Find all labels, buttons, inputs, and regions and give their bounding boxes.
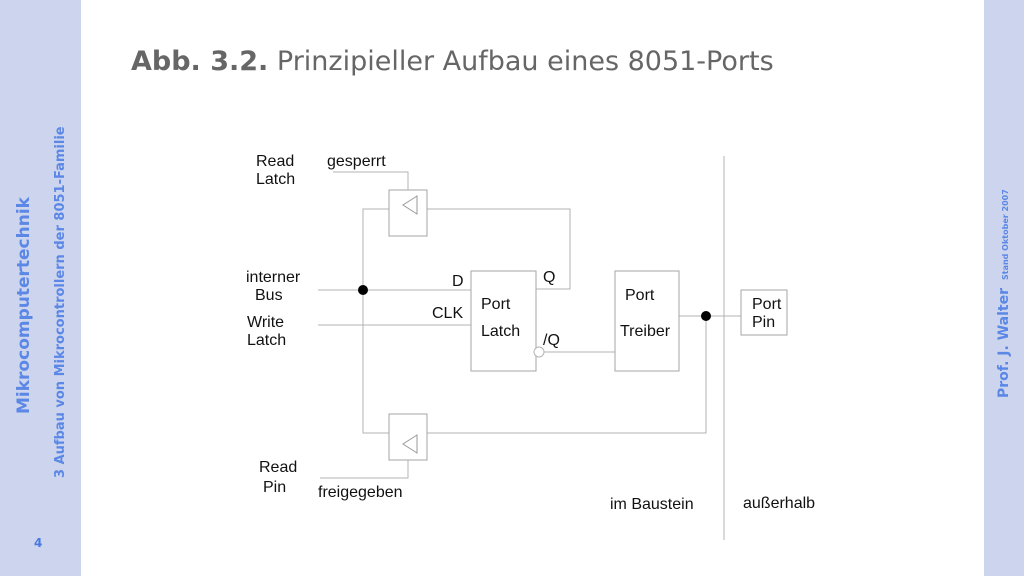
port-pin-block bbox=[740, 289, 788, 336]
read-latch-label-1: Read bbox=[256, 153, 294, 170]
read-pin-buffer-triangle bbox=[402, 434, 418, 454]
port-latch-block bbox=[470, 270, 537, 372]
figure-number: Abb. 3.2. bbox=[131, 46, 269, 77]
port-pin-label-2: Pin bbox=[752, 314, 775, 331]
gesperrt-label: gesperrt bbox=[327, 153, 386, 170]
inversion-bubble bbox=[533, 346, 545, 358]
read-latch-buffer-triangle bbox=[402, 195, 418, 215]
q-feedback-wire bbox=[427, 208, 571, 290]
read-latch-label-2: Latch bbox=[256, 171, 295, 188]
slide-title: Abb. 3.2. Prinzipieller Aufbau eines 805… bbox=[131, 46, 774, 77]
pin-junction-dot bbox=[701, 311, 711, 321]
read-latch-control-wire bbox=[333, 171, 409, 190]
port-driver-label-1: Port bbox=[625, 287, 655, 304]
latch-d-label: D bbox=[452, 273, 464, 290]
read-pin-buffer bbox=[388, 413, 428, 461]
pin-readback-wire bbox=[427, 316, 707, 434]
bus-junction-dot bbox=[358, 285, 368, 295]
interner-bus-label-1: interner bbox=[246, 269, 301, 286]
latch-clk-label: CLK bbox=[432, 305, 463, 322]
port-latch-label-2: Latch bbox=[481, 323, 520, 340]
bus-tap-wire bbox=[362, 208, 389, 434]
write-latch-label-1: Write bbox=[247, 314, 284, 331]
port-latch-label-1: Port bbox=[481, 296, 511, 313]
port-pin-label-1: Port bbox=[752, 296, 782, 313]
read-pin-label-1: Read bbox=[259, 459, 297, 476]
freigegeben-label: freigegeben bbox=[318, 484, 403, 501]
latch-nq-label: /Q bbox=[543, 332, 560, 349]
port-driver-block bbox=[614, 270, 680, 372]
read-latch-buffer bbox=[388, 189, 428, 237]
figure-caption: Prinzipieller Aufbau eines 8051-Ports bbox=[276, 46, 774, 77]
read-pin-label-2: Pin bbox=[263, 479, 286, 496]
interner-bus-label-2: Bus bbox=[255, 287, 283, 304]
left-sidebar bbox=[0, 0, 81, 576]
right-sidebar bbox=[984, 0, 1024, 576]
read-pin-control-wire bbox=[320, 452, 409, 479]
latch-q-label: Q bbox=[543, 269, 555, 286]
im-baustein-label: im Baustein bbox=[610, 496, 694, 513]
write-latch-label-2: Latch bbox=[247, 332, 286, 349]
page-number: 4 bbox=[34, 536, 43, 550]
ausserhalb-label: außerhalb bbox=[743, 495, 815, 512]
port-driver-label-2: Treiber bbox=[620, 323, 671, 340]
